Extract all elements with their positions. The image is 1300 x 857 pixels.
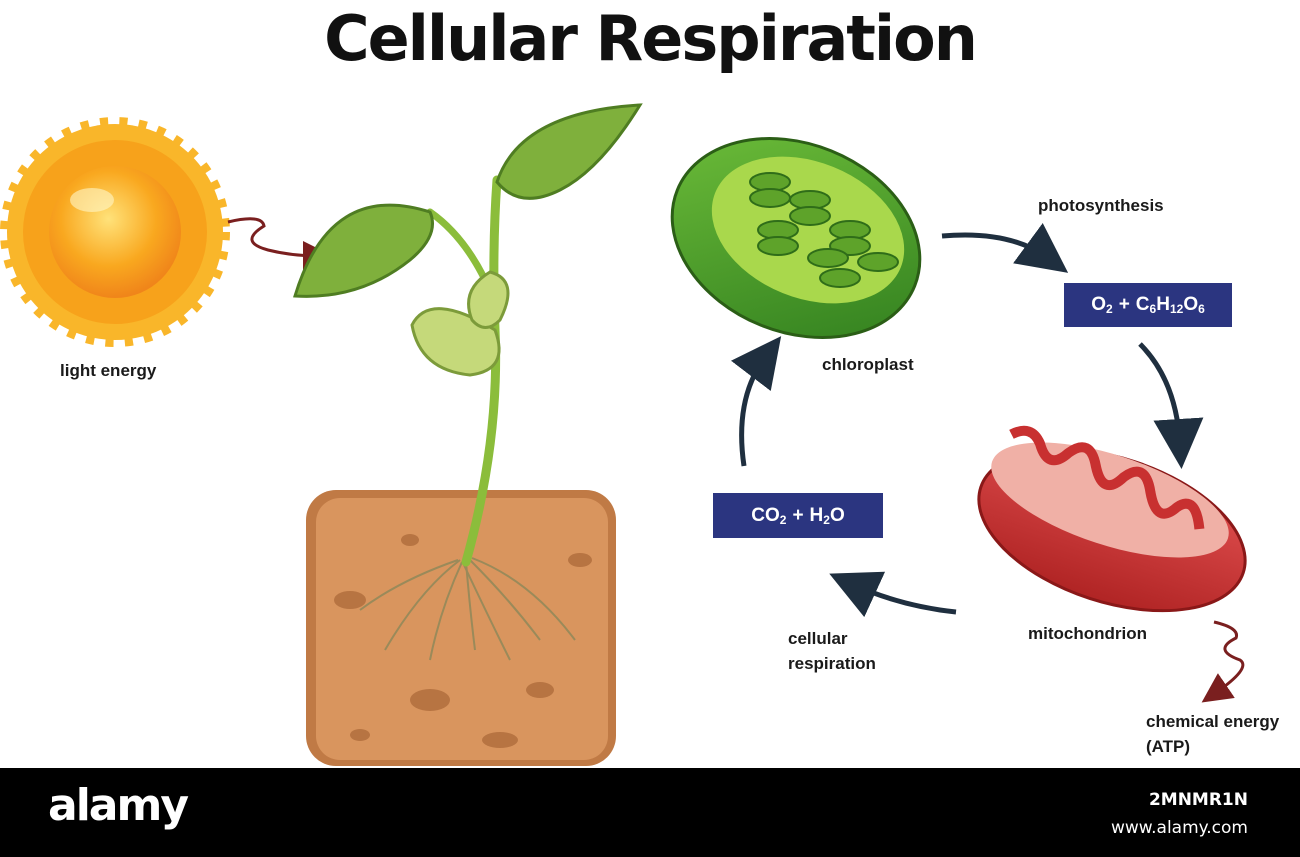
formula-reactants-box: CO2 + H2O [713,493,883,538]
plant-roots [359,557,576,661]
products-to-mitochondrion-arrow [1138,342,1204,469]
sun-icon [0,117,230,347]
respiration-arrow [829,571,957,618]
soil-block [306,490,616,766]
reactants-to-chloroplast-arrow [730,336,782,467]
chemical-energy-arrow [1201,620,1245,703]
image-id: 2MNMR1N [1148,790,1248,810]
plant-leaves [293,103,643,377]
photosynthesis-arrow [941,223,1069,273]
label-light-energy: light energy [60,361,157,380]
light-energy-arrow [227,217,333,271]
formula-products-box: O2 + C6H12O6 [1064,283,1232,327]
chloroplast-icon [670,137,922,339]
label-photosynthesis: photosynthesis [1038,196,1164,215]
label-chloroplast: chloroplast [822,355,914,374]
site-url: www.alamy.com [1110,818,1248,838]
label-cellular-respiration: cellular respiration [788,629,876,673]
mitochondrion-icon [977,425,1247,613]
label-chemical-energy: chemical energy (ATP) [1146,712,1280,756]
label-mitochondrion: mitochondrion [1028,624,1147,643]
page-title: Cellular Respiration [324,2,978,75]
brand-logo: alamy [48,780,189,831]
watermark-bar [0,768,1300,857]
diagram-illustration [0,103,1247,766]
